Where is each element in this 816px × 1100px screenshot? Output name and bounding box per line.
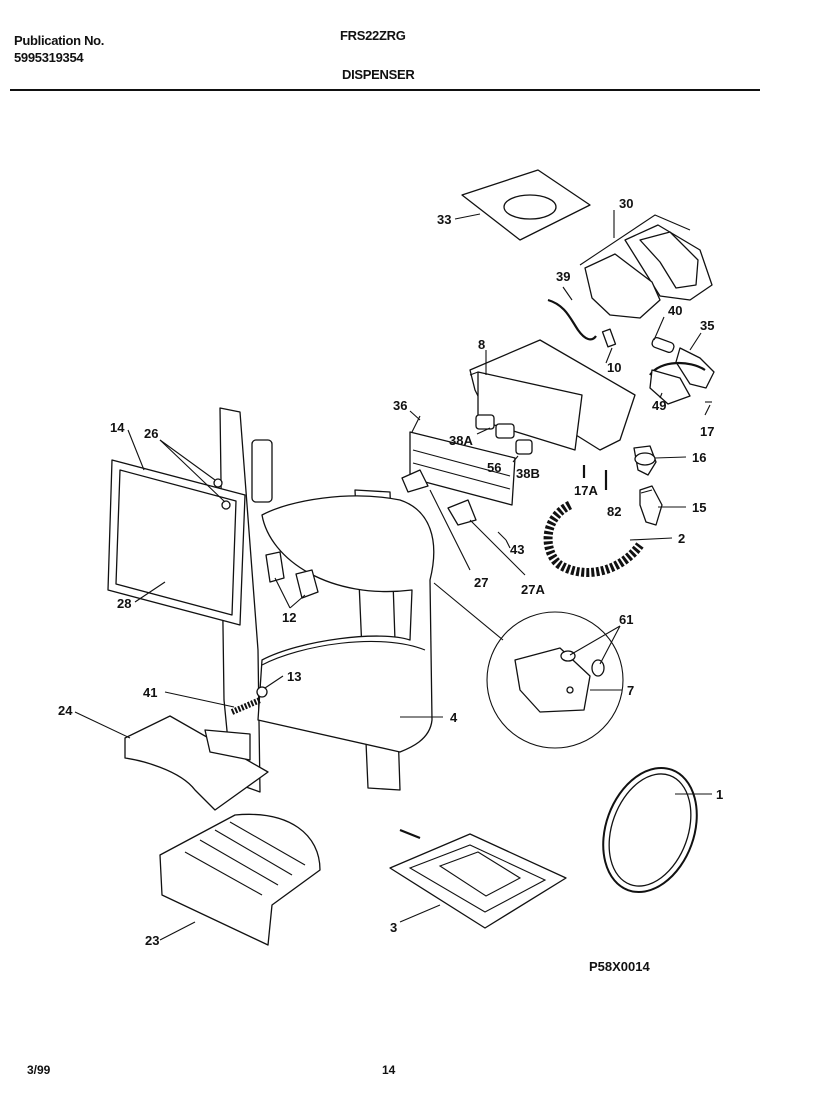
part-38b-clip <box>515 439 533 455</box>
callout-49: 49 <box>652 398 666 413</box>
section-title: DISPENSER <box>342 67 415 82</box>
part-41-spring <box>230 686 268 715</box>
part-27-bracket <box>401 469 477 526</box>
part-14-panel <box>107 459 246 626</box>
footer-date: 3/99 <box>27 1063 51 1077</box>
part-screws <box>497 401 712 541</box>
callout-12: 12 <box>282 610 296 625</box>
part-15-bulb <box>639 485 663 526</box>
diagram-code: P58X0014 <box>589 959 650 974</box>
callout-27: 27 <box>474 575 488 590</box>
callout-15: 15 <box>692 500 706 515</box>
footer-page-number: 14 <box>382 1063 396 1077</box>
part-2-heater <box>543 500 644 577</box>
callout-43: 43 <box>510 542 524 557</box>
part-8-bracket <box>469 339 636 451</box>
publication-label: Publication No. <box>14 33 105 48</box>
header-rule <box>10 89 760 91</box>
part-39-wire <box>547 298 597 341</box>
callout-13: 13 <box>287 669 301 684</box>
callout-4: 4 <box>450 710 458 725</box>
callout-23: 23 <box>145 933 159 948</box>
part-12-hinges <box>265 551 319 599</box>
part-24-paddle <box>124 715 269 811</box>
part-4-housing <box>219 407 435 793</box>
callout-61: 61 <box>619 612 633 627</box>
callout-56: 56 <box>487 460 501 475</box>
callout-24: 24 <box>58 703 73 718</box>
callout-2: 2 <box>678 531 685 546</box>
part-40-fuse <box>651 337 675 353</box>
callout-3: 3 <box>390 920 397 935</box>
callout-14: 14 <box>110 420 125 435</box>
part-3-plate <box>389 828 567 929</box>
part-33-plate <box>454 169 591 241</box>
callout-16: 16 <box>692 450 706 465</box>
part-30-housing <box>579 214 713 319</box>
detail-inset <box>433 582 624 749</box>
callout-36: 36 <box>393 398 407 413</box>
callout-7: 7 <box>627 683 634 698</box>
part-1-gasket <box>602 767 698 893</box>
callout-27a: 27A <box>521 582 545 597</box>
callout-8: 8 <box>478 337 485 352</box>
callout-labels: 33 30 39 40 35 10 8 36 49 17 38A 56 38B … <box>58 196 723 974</box>
publication-number: 5995319354 <box>14 50 84 65</box>
callout-1: 1 <box>716 787 723 802</box>
part-38a-clips <box>475 414 515 439</box>
callout-82: 82 <box>607 504 621 519</box>
callout-41: 41 <box>143 685 157 700</box>
callout-10: 10 <box>607 360 621 375</box>
callout-40: 40 <box>668 303 682 318</box>
part-16-socket <box>633 445 657 476</box>
model-number: FRS22ZRG <box>340 28 406 43</box>
callout-26: 26 <box>144 426 158 441</box>
callout-38a: 38A <box>449 433 473 448</box>
part-49-switch <box>649 369 691 405</box>
leader-lines <box>74 210 712 941</box>
callout-33: 33 <box>437 212 451 227</box>
callout-30: 30 <box>619 196 633 211</box>
part-23-tray <box>159 813 321 946</box>
callout-17: 17 <box>700 424 714 439</box>
callout-39: 39 <box>556 269 570 284</box>
part-26-screws <box>213 478 231 510</box>
callout-17a: 17A <box>574 483 598 498</box>
callout-38b: 38B <box>516 466 540 481</box>
callout-35: 35 <box>700 318 714 333</box>
callout-28: 28 <box>117 596 131 611</box>
part-10-screw <box>601 328 617 348</box>
